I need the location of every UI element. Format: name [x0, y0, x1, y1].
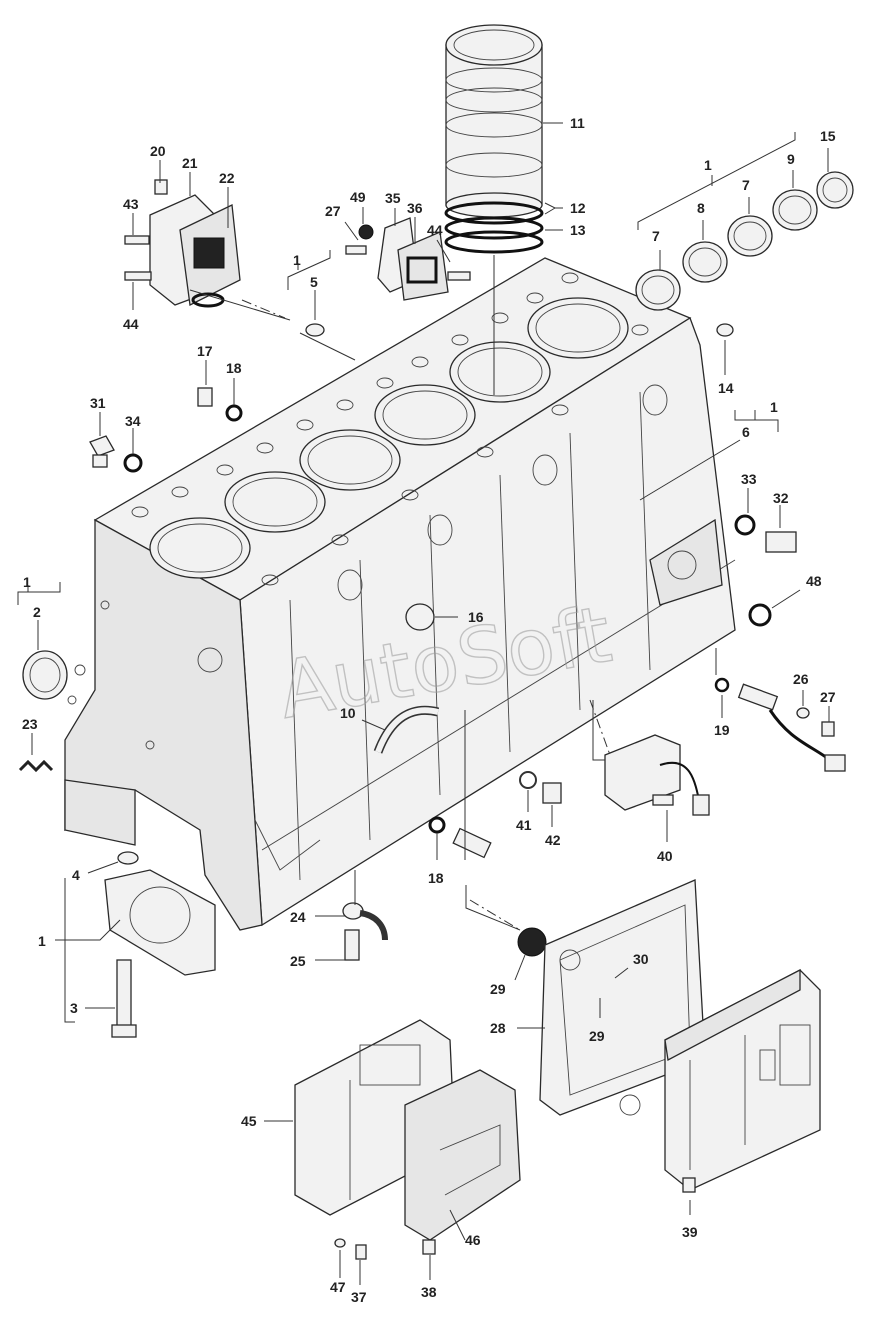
callout-37: 37: [351, 1289, 367, 1305]
callout-28: 28: [490, 1020, 506, 1036]
callout-30: 30: [633, 951, 649, 967]
callout-16: 16: [468, 609, 484, 625]
cam-bushings: [635, 171, 854, 311]
callout-1-d: 1: [23, 574, 31, 590]
callout-36: 36: [407, 200, 423, 216]
callout-27-b: 27: [820, 689, 836, 705]
callout-12: 12: [570, 200, 586, 216]
callout-45: 45: [241, 1113, 257, 1129]
callout-20: 20: [150, 143, 166, 159]
callout-48: 48: [806, 573, 822, 589]
callout-4: 4: [72, 867, 80, 883]
cover-45-46: [294, 1019, 521, 1260]
callout-13: 13: [570, 222, 586, 238]
callout-27-a: 27: [325, 203, 341, 219]
callout-38: 38: [421, 1284, 437, 1300]
callout-49: 49: [350, 189, 366, 205]
callout-32: 32: [773, 490, 789, 506]
callout-29-a: 29: [490, 981, 506, 997]
callout-2: 2: [33, 604, 41, 620]
callout-34: 34: [125, 413, 141, 429]
callout-33: 33: [741, 471, 757, 487]
callout-35: 35: [385, 190, 401, 206]
callout-40: 40: [657, 848, 673, 864]
callout-41: 41: [516, 817, 532, 833]
callout-21: 21: [182, 155, 198, 171]
callout-11: 11: [570, 115, 585, 131]
center-lines: [241, 299, 611, 931]
callout-44-a: 44: [427, 222, 443, 238]
callout-25: 25: [290, 953, 306, 969]
callout-23: 23: [22, 716, 38, 732]
callout-8: 8: [697, 200, 705, 216]
o-rings-12-13: [444, 201, 544, 254]
callout-29-b: 29: [589, 1028, 605, 1044]
callout-22: 22: [219, 170, 235, 186]
callout-31: 31: [90, 395, 106, 411]
callout-17: 17: [197, 343, 213, 359]
callout-5: 5: [310, 274, 318, 290]
engine-block: [64, 257, 736, 931]
callout-10: 10: [340, 705, 356, 721]
callout-46: 46: [465, 1232, 481, 1248]
callout-3: 3: [70, 1000, 78, 1016]
cover-plate-assembly: [124, 179, 241, 308]
callout-1-c: 1: [770, 399, 778, 415]
callout-15: 15: [820, 128, 836, 144]
callout-18-a: 18: [226, 360, 242, 376]
callout-19: 19: [714, 722, 730, 738]
ecu-module: [664, 968, 821, 1193]
callout-6: 6: [742, 424, 750, 440]
leader-lines: [17, 122, 830, 1285]
plate-35-36: [345, 217, 471, 301]
callout-26: 26: [793, 671, 809, 687]
callout-1-a: 1: [704, 157, 712, 173]
callout-7-b: 7: [742, 177, 750, 193]
callout-39: 39: [682, 1224, 698, 1240]
small-parts: [18, 323, 846, 1038]
callout-42: 42: [545, 832, 561, 848]
callout-18-b: 18: [428, 870, 444, 886]
callout-24: 24: [290, 909, 306, 925]
callout-labels: 1 1 1 1 1 2 3 4 5 6 7 7 8 9 10 11 12 13 …: [22, 115, 836, 1305]
cylinder-liner: [445, 24, 543, 218]
callout-9: 9: [787, 151, 795, 167]
callout-47: 47: [330, 1279, 346, 1295]
callout-14: 14: [718, 380, 734, 396]
callout-7-a: 7: [652, 228, 660, 244]
callout-1-b: 1: [293, 252, 301, 268]
callout-1-e: 1: [38, 933, 46, 949]
callout-43: 43: [123, 196, 139, 212]
callout-44-b: 44: [123, 316, 139, 332]
